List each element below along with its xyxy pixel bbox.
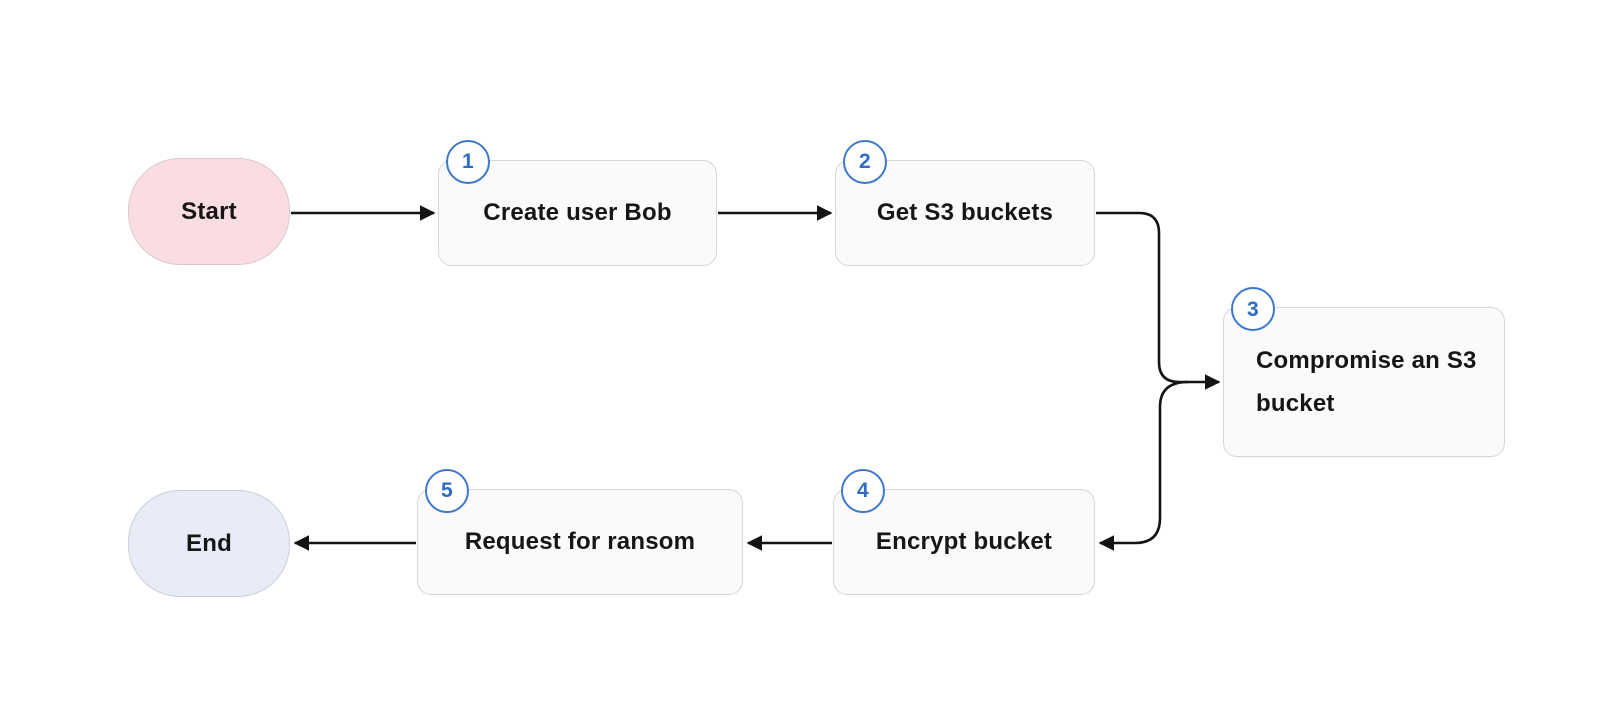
node-get-s3-buckets: 2 Get S3 buckets [835, 140, 1095, 266]
node-end: End [128, 490, 290, 597]
node-get-s3-buckets-label: Get S3 buckets [876, 199, 1054, 226]
node-encrypt-bucket-label: Encrypt bucket [875, 528, 1053, 555]
node-create-user-bob-label: Create user Bob [483, 199, 672, 226]
node-end-label: End [186, 529, 232, 557]
edge-step3-to-step4 [1098, 380, 1189, 551]
step-badge-2: 2 [843, 140, 887, 184]
node-request-for-ransom: 5 Request for ransom [417, 469, 743, 595]
edge-step2-to-step3 [1096, 211, 1221, 390]
step-badge-1: 1 [446, 140, 490, 184]
node-start-label: Start [181, 197, 237, 225]
node-compromise-s3-bucket: 3 Compromise an S3 bucket [1223, 287, 1505, 457]
node-encrypt-bucket: 4 Encrypt bucket [833, 469, 1095, 595]
node-start: Start [128, 158, 290, 265]
node-compromise-s3-bucket-label: Compromise an S3 bucket [1256, 347, 1477, 417]
node-request-for-ransom-label: Request for ransom [464, 528, 696, 555]
step-badge-4: 4 [841, 469, 885, 513]
step-badge-3: 3 [1231, 287, 1275, 331]
step-badge-5: 5 [425, 469, 469, 513]
node-create-user-bob: 1 Create user Bob [438, 140, 717, 266]
